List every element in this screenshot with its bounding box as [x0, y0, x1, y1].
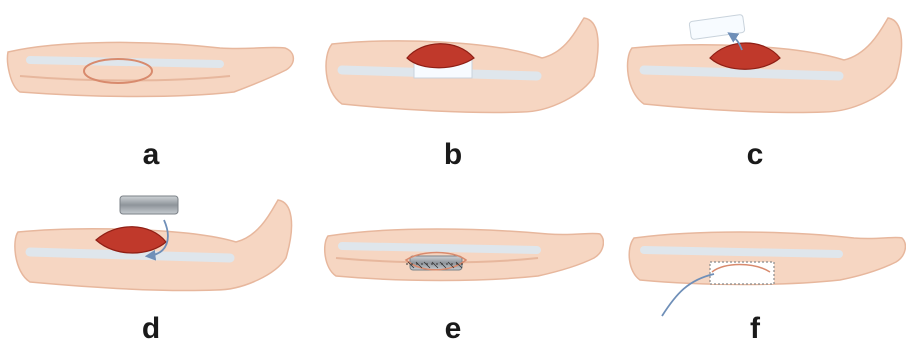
panel-label-a: a [0, 140, 302, 170]
panel-a: a [0, 0, 302, 176]
panel-label-c: c [604, 140, 906, 170]
panel-b: b [302, 0, 604, 176]
panel-f: f [604, 176, 906, 352]
panel-d: d [0, 176, 302, 352]
panel-c: c [604, 0, 906, 176]
panel-label-f: f [604, 314, 906, 344]
panel-e: e [302, 176, 604, 352]
panel-label-e: e [302, 314, 604, 344]
panel-label-b: b [302, 140, 604, 170]
panel-label-d: d [0, 314, 302, 344]
